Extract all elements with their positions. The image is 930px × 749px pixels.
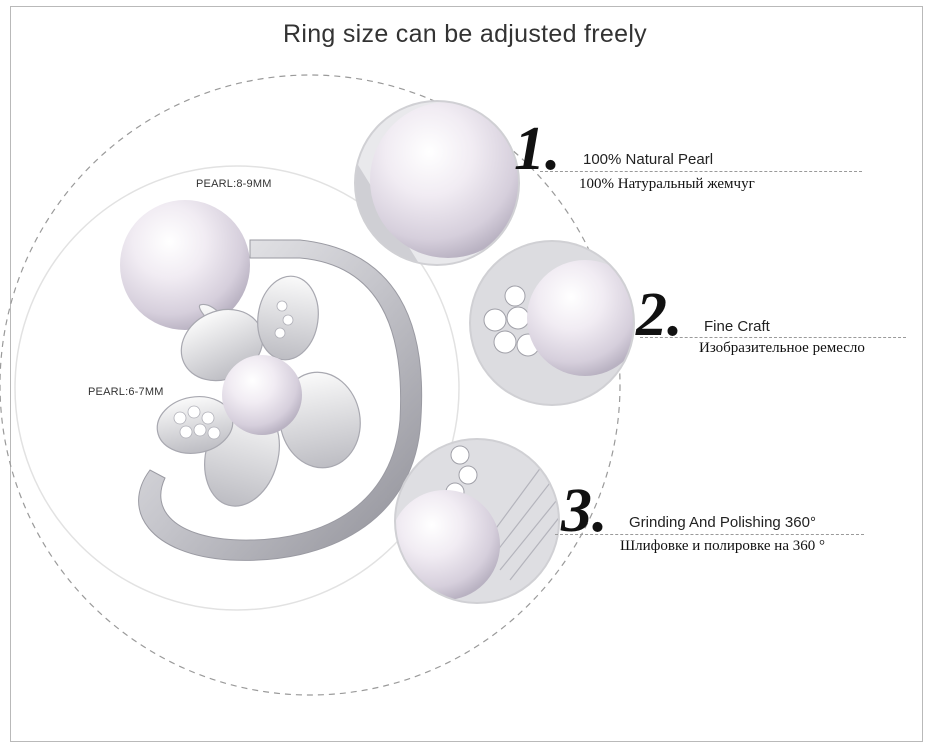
small-pearl [222, 355, 302, 435]
ring-band [138, 239, 423, 561]
page-frame [10, 6, 923, 742]
detail-circle-1 [354, 100, 520, 266]
detail-circle-3 [394, 438, 560, 604]
feature-divider [540, 171, 862, 172]
feature-russian: Шлифовке и полировке на 360 ° [620, 538, 825, 554]
detail-circle-2 [469, 240, 635, 406]
feature-divider [640, 337, 906, 338]
feature-number: 1. [514, 115, 561, 183]
pearl-large-label: PEARL:8-9MM [196, 178, 272, 190]
pearl-small-label: PEARL:6-7MM [88, 386, 164, 398]
large-pearl [120, 200, 250, 330]
feature-english: Fine Craft [704, 318, 770, 335]
page-title: Ring size can be adjusted freely [283, 20, 647, 48]
inner-circle [14, 165, 460, 611]
feature-english: 100% Natural Pearl [583, 151, 714, 168]
feature-russian: Изобразительное ремесло [699, 340, 865, 356]
outer-dashed-arc [0, 74, 621, 696]
feature-divider [555, 534, 864, 535]
feature-russian: 100% Натуральный жемчуг [579, 176, 755, 192]
feature-number: 3. [561, 477, 608, 545]
feature-english: Grinding And Polishing 360° [629, 514, 816, 531]
feature-number: 2. [636, 281, 683, 349]
